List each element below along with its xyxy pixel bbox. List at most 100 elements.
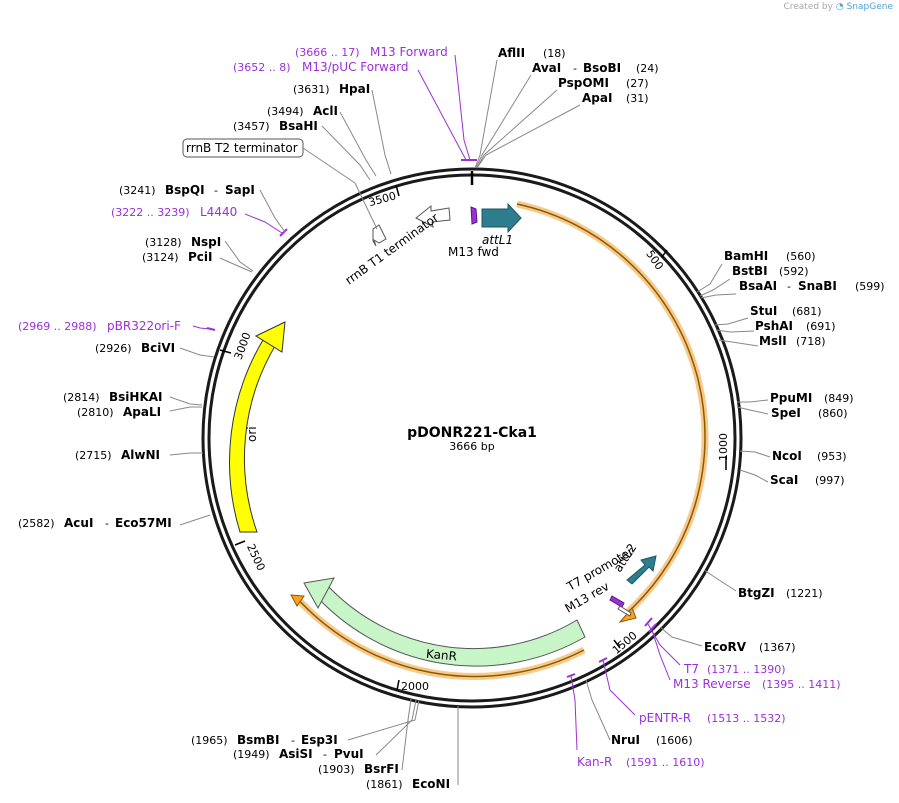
site-name-scai: ScaI xyxy=(770,473,798,487)
site-name-bsahi: BsaHI xyxy=(279,119,318,133)
site-pos-apali: (2810) xyxy=(77,406,114,419)
site-pos-nspi: (3128) xyxy=(145,236,182,249)
primer-t7: T7 (1371 .. 1390) xyxy=(683,662,786,676)
primer-name-t7: T7 xyxy=(683,662,699,676)
site-pcii: (3124) PciI xyxy=(142,250,213,264)
site-pos-btgzi: (1221) xyxy=(786,587,823,600)
site-bstbi: BstBI (592) xyxy=(732,264,809,278)
site-name-pshai: PshAI xyxy=(755,319,793,333)
site-pos-hpai: (3631) xyxy=(293,83,330,96)
site-name-ecorv: EcoRV xyxy=(704,640,747,654)
site-bspqi-sapi: (3241) BspQI - SapI xyxy=(119,183,255,197)
site-leader-lines xyxy=(169,59,771,785)
site-pos-pcii: (3124) xyxy=(142,251,179,264)
site-pos-pshai: (691) xyxy=(806,320,836,333)
credit-brand: SnapGene xyxy=(846,2,893,12)
plasmid-name: pDONR221-Cka1 xyxy=(407,425,537,441)
site-name-snabi: SnaBI xyxy=(798,279,837,293)
site-alwni: (2715) AlwNI xyxy=(75,448,160,462)
site-name-bsmbi: BsmBI xyxy=(237,733,279,747)
site-pos-bsihkai: (2814) xyxy=(63,391,100,404)
primer-name-pentr-r: pENTR-R xyxy=(639,711,691,725)
primer-pbr322ori-f: (2969 .. 2988) pBR322ori-F xyxy=(18,319,181,333)
site-pos-bsmbi: (1965) xyxy=(191,734,228,747)
site-name-bstbi: BstBI xyxy=(732,264,768,278)
site-pos-scai: (997) xyxy=(815,474,845,487)
site-name-apali: ApaLI xyxy=(123,405,161,419)
primer-name-l4440: L4440 xyxy=(200,205,237,219)
site-sep-bsmbi: - xyxy=(291,734,295,747)
site-name-sapi: SapI xyxy=(225,183,255,197)
site-pos-alwni: (2715) xyxy=(75,449,112,462)
site-name-econi: EcoNI xyxy=(412,777,450,791)
site-name-btgzi: BtgZI xyxy=(738,586,775,600)
primer-range-m13-forward: (3666 .. 17) xyxy=(295,46,360,59)
site-name-aflii: AflII xyxy=(498,46,525,60)
primer-range-m13-reverse: (1395 .. 1411) xyxy=(762,678,841,691)
site-sep-bspqi: - xyxy=(214,184,218,197)
ori-feature xyxy=(229,321,286,533)
site-name-msli: MslI xyxy=(759,334,787,348)
tick-label-1000: 1000 xyxy=(717,433,730,461)
site-name-eco57mi: Eco57MI xyxy=(115,516,172,530)
site-stui: StuI (681) xyxy=(750,304,822,318)
primer-l4440: (3222 .. 3239) L4440 xyxy=(111,205,237,219)
site-pshai: PshAI (691) xyxy=(755,319,836,333)
site-name-bcivi: BciVI xyxy=(141,341,175,355)
primer-name-m13-puc-forward: M13/pUC Forward xyxy=(302,60,409,74)
m13-fwd-feature xyxy=(470,206,478,225)
attl1-feature xyxy=(481,202,522,234)
kanr-feature xyxy=(303,577,586,667)
orange-feature-arc-bottom xyxy=(290,594,586,680)
site-pos-msli: (718) xyxy=(796,335,826,348)
site-nspi: (3128) NspI xyxy=(145,235,221,249)
site-avai-bsobi: AvaI - BsoBI (24) xyxy=(532,61,659,75)
rrnb-t2-label: rrnB T2 terminator xyxy=(186,141,298,155)
site-name-asisi: AsiSI xyxy=(279,747,313,761)
m13-fwd-label: M13 fwd xyxy=(448,245,499,259)
rrnb-t1-label: rrnB T1 terminator xyxy=(343,210,442,287)
primer-m13-reverse: M13 Reverse (1395 .. 1411) xyxy=(673,677,841,691)
primer-name-m13-forward: M13 Forward xyxy=(370,45,448,59)
ori-label: ori xyxy=(245,426,259,442)
site-acui-eco57mi: (2582) AcuI - Eco57MI xyxy=(18,516,172,530)
plasmid-backbone xyxy=(201,167,743,709)
site-pos-bsahi: (3457) xyxy=(233,120,270,133)
site-sep-bsaai: - xyxy=(787,280,791,293)
primer-name-pbr322ori-f: pBR322ori-F xyxy=(107,319,181,333)
site-name-bsihkai: BsiHKAI xyxy=(109,390,163,404)
primer-m13-puc-forward: (3652 .. 8) M13/pUC Forward xyxy=(233,60,409,74)
site-name-alwni: AlwNI xyxy=(121,448,160,462)
site-scai: ScaI (997) xyxy=(770,473,845,487)
site-name-pspomi: PspOMI xyxy=(558,76,609,90)
attl2-feature xyxy=(626,555,657,585)
site-pos-apai: (31) xyxy=(626,92,649,105)
site-nrui: NruI (1606) xyxy=(611,733,693,747)
site-pos-aflii: (18) xyxy=(543,47,566,60)
primer-range-pentr-r: (1513 .. 1532) xyxy=(707,712,786,725)
site-name-bsobi: BsoBI xyxy=(583,61,621,75)
site-hpai: (3631) HpaI xyxy=(293,82,370,96)
site-ppumi: PpuMI (849) xyxy=(770,391,854,405)
credit-prefix: Created by xyxy=(783,2,833,12)
site-bsahi: (3457) BsaHI xyxy=(233,119,318,133)
site-acli: (3494) AclI xyxy=(267,104,338,118)
site-sep-asisi: - xyxy=(323,748,327,761)
snapgene-credit: Created by ◔ SnapGene xyxy=(783,2,893,12)
site-name-bspqi: BspQI xyxy=(165,183,205,197)
site-apai: ApaI (31) xyxy=(582,91,649,105)
site-name-nspi: NspI xyxy=(191,235,221,249)
site-pos-nrui: (1606) xyxy=(656,734,693,747)
site-name-nrui: NruI xyxy=(611,733,640,747)
site-pos-ecorv: (1367) xyxy=(759,641,796,654)
snapgene-logo-icon: ◔ xyxy=(835,2,844,12)
site-pos-acui: (2582) xyxy=(18,517,55,530)
site-econi: (1861) EcoNI xyxy=(366,777,450,791)
site-name-pvui: PvuI xyxy=(334,747,364,761)
site-msli: MslI (718) xyxy=(759,334,826,348)
site-pos-pspomi: (27) xyxy=(626,77,649,90)
site-sep-acui: - xyxy=(105,517,109,530)
site-name-acui: AcuI xyxy=(64,516,93,530)
tick-label-2500: 2500 xyxy=(244,542,268,573)
